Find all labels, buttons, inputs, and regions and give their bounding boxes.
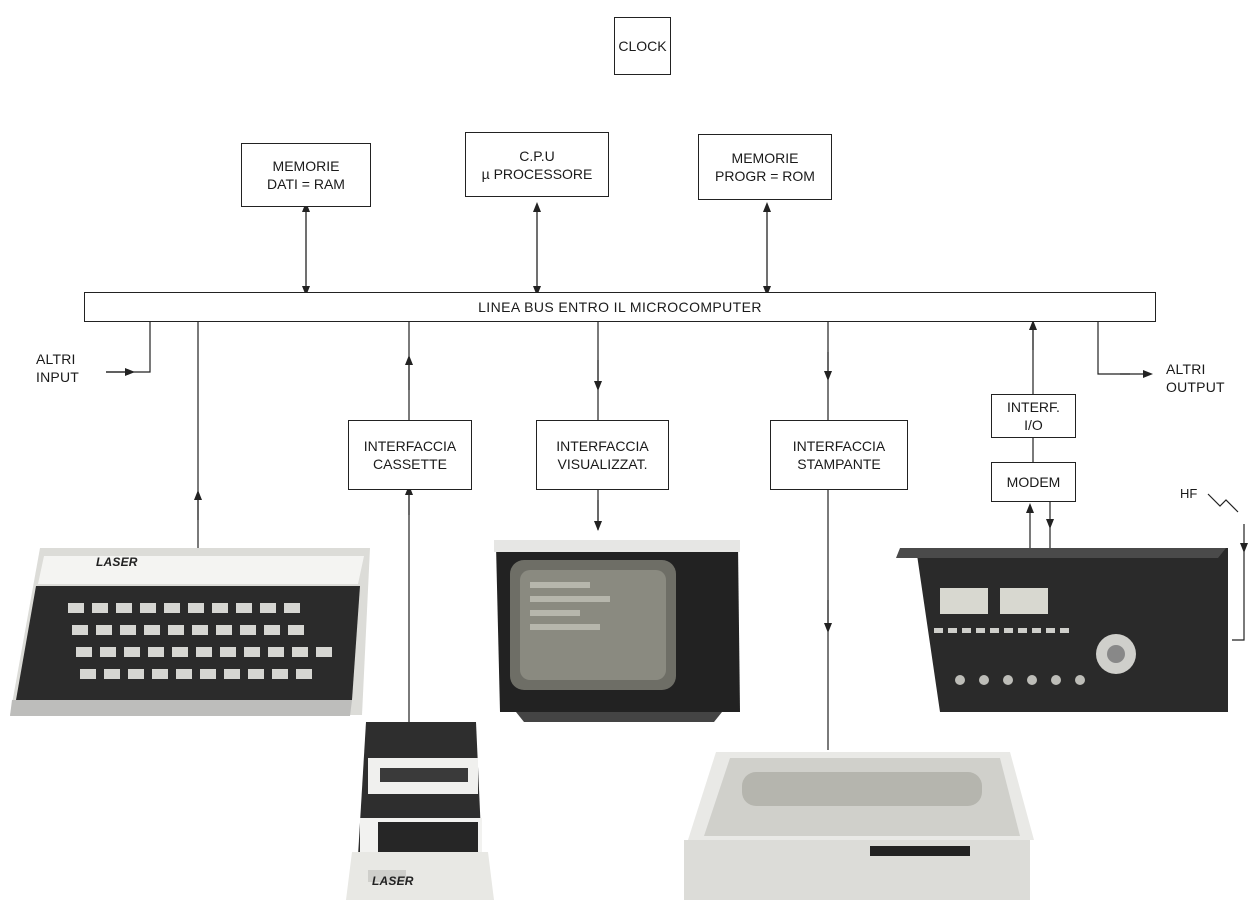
antenna-line (1232, 546, 1245, 641)
radio-knob (979, 675, 989, 685)
keyboard-key (192, 625, 208, 635)
bus-label: LINEA BUS ENTRO IL MICROCOMPUTER (478, 299, 762, 315)
altri-input-label: ALTRI INPUT (36, 351, 79, 385)
keyboard-key (104, 669, 120, 679)
radio-button (990, 628, 999, 633)
ram-block: MEMORIE DATI = RAM (241, 143, 371, 207)
keyboard-key (148, 647, 164, 657)
keyboard-key (240, 625, 256, 635)
keyboard-key (188, 603, 204, 613)
keyboard-key (176, 669, 192, 679)
keyboard-key (212, 603, 228, 613)
keyboard-key (168, 625, 184, 635)
rom-line2: PROGR = ROM (715, 168, 815, 184)
ram-line2: DATI = RAM (267, 176, 345, 192)
radio-button (962, 628, 971, 633)
keyboard-key (288, 625, 304, 635)
radio-knob (1003, 675, 1013, 685)
keyboard-key (120, 625, 136, 635)
keyboard-key (164, 603, 180, 613)
keyboard-key (116, 603, 132, 613)
keyboard-key (92, 603, 108, 613)
keyboard-key (100, 647, 116, 657)
radio-knob (955, 675, 965, 685)
radio-button (934, 628, 943, 633)
bus-line: LINEA BUS ENTRO IL MICROCOMPUTER (84, 292, 1156, 322)
keyboard-key (128, 669, 144, 679)
radio-knob (1075, 675, 1085, 685)
clock-label: CLOCK (618, 38, 667, 54)
hf-lightning-icon (1207, 493, 1239, 513)
keyboard-key (292, 647, 308, 657)
altri-input-line (106, 322, 151, 373)
keyboard-key (316, 647, 332, 657)
monitor-image (494, 540, 740, 722)
printer-image (684, 752, 1034, 900)
ram-line1: MEMORIE (272, 158, 340, 174)
keyboard-key (264, 625, 280, 635)
cassette-recorder-image (346, 722, 494, 900)
rom-block: MEMORIE PROGR = ROM (698, 134, 832, 200)
rom-line1: MEMORIE (731, 150, 799, 166)
keyboard-key (260, 603, 276, 613)
radio-button (976, 628, 985, 633)
radio-knob (1027, 675, 1037, 685)
keyboard-key (196, 647, 212, 657)
modem-block: MODEM (991, 462, 1076, 502)
keyboard-key (152, 669, 168, 679)
radio-controls (934, 628, 1085, 685)
radio-button (1004, 628, 1013, 633)
keyboard-key (68, 603, 84, 613)
keyboard-brand-label: LASER (96, 555, 138, 569)
keyboard-key (76, 647, 92, 657)
radio-button (1046, 628, 1055, 633)
keyboard-key (296, 669, 312, 679)
altri-output-label: ALTRI OUTPUT (1166, 361, 1225, 395)
radio-knob (1051, 675, 1061, 685)
keyboard-key (236, 603, 252, 613)
keyboard-key (268, 647, 284, 657)
altri-output-line (1097, 322, 1130, 375)
keyboard-key (140, 603, 156, 613)
keyboard-key (144, 625, 160, 635)
hf-label: HF (1180, 486, 1198, 501)
keyboard-key (248, 669, 264, 679)
radio-transceiver-image (896, 548, 1228, 712)
radio-button (1060, 628, 1069, 633)
keyboard-key (172, 647, 188, 657)
cpu-line2: µ PROCESSORE (481, 165, 593, 182)
interfaccia-visualizzat-block: INTERFACCIA VISUALIZZAT. (536, 420, 669, 490)
keyboard-key (124, 647, 140, 657)
interfaccia-cassette-block: INTERFACCIA CASSETTE (348, 420, 472, 490)
cassette-brand-label: LASER (372, 874, 414, 888)
cpu-line1: C.P.U (519, 147, 555, 164)
keyboard-key (72, 625, 88, 635)
keyboard-key (96, 625, 112, 635)
keyboard-keys (68, 603, 332, 679)
clock-block: CLOCK (614, 17, 671, 75)
keyboard-key (216, 625, 232, 635)
cpu-block: C.P.U µ PROCESSORE (465, 132, 609, 197)
radio-button (1018, 628, 1027, 633)
interf-io-block: INTERF. I/O (991, 394, 1076, 438)
keyboard-key (244, 647, 260, 657)
keyboard-key (284, 603, 300, 613)
keyboard-key (272, 669, 288, 679)
radio-button (948, 628, 957, 633)
keyboard-key (220, 647, 236, 657)
interfaccia-stampante-block: INTERFACCIA STAMPANTE (770, 420, 908, 490)
keyboard-computer-image (10, 548, 370, 716)
radio-button (1032, 628, 1041, 633)
keyboard-key (80, 669, 96, 679)
keyboard-key (224, 669, 240, 679)
keyboard-key (200, 669, 216, 679)
